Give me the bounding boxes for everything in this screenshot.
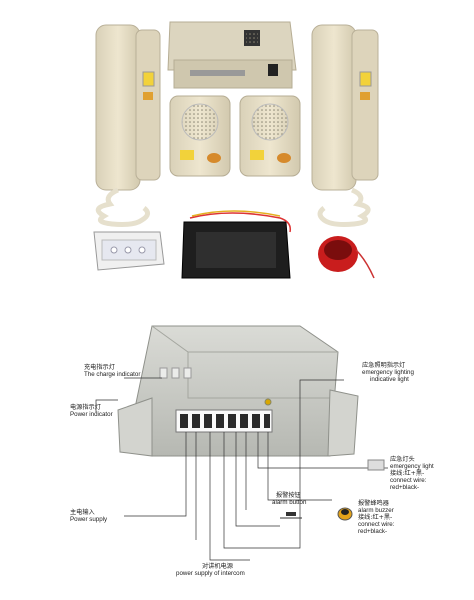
emergency-light-icon — [367, 459, 385, 471]
label-charge-indicator: 充电指示灯 The charge indicator — [84, 364, 141, 378]
label-emergency-light: 应急灯头 emergency light 接线:红+黑- connect wir… — [390, 456, 434, 491]
wiring-diagram — [95, 325, 388, 561]
buzzer-icon — [337, 507, 353, 521]
label-emergency-indicator: 应急照明指示灯 emergency lighting indicative li… — [362, 362, 414, 383]
section-divider — [0, 300, 474, 302]
label-alarm-buzzer: 报警蜂鸣器 alarm buzzer 接线:红+黑- connect wire:… — [358, 500, 395, 535]
battery-pack — [181, 210, 292, 279]
power-supply-module — [167, 21, 297, 89]
speaker-right — [239, 95, 301, 177]
label-power-indicator: 电源指示灯 Power indicator — [70, 404, 113, 418]
intercom-handset-left — [95, 24, 161, 227]
emergency-light-unit — [93, 231, 165, 271]
alarm-buzzer-photo — [318, 236, 375, 279]
speaker-left — [169, 95, 231, 177]
alarm-button-icon — [280, 512, 302, 519]
intercom-handset-right — [311, 24, 379, 227]
label-intercom-power: 对讲机电源 power supply of intercom — [176, 563, 245, 577]
label-alarm-button: 报警按钮 alarm button — [272, 492, 307, 506]
label-power-supply: 主电输入 Power supply — [70, 509, 108, 523]
